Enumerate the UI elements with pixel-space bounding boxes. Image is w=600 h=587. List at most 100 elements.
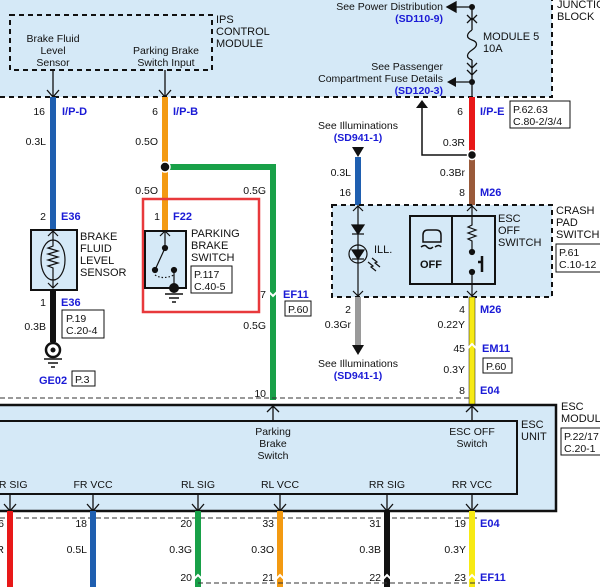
ips-brake-fluid-label: Sensor — [36, 57, 70, 69]
ill-label: ILL. — [374, 244, 392, 256]
ips-parking-input-label: Switch Input — [137, 57, 194, 69]
signal-label: FR VCC — [73, 479, 113, 491]
illum-ref-code[interactable]: (SD941-1) — [334, 370, 382, 382]
wire-gauge: 0.5L — [67, 544, 88, 556]
arrow-down-icon — [352, 147, 364, 157]
wire-0.5R — [7, 511, 13, 587]
illum-ref[interactable]: See Illuminations — [318, 358, 398, 370]
connector-mark — [273, 573, 287, 582]
pin-number: 6 — [152, 106, 158, 118]
esc-unit-title: UNIT — [521, 431, 547, 443]
connector-id[interactable]: EM11 — [482, 343, 510, 355]
ips-title: MODULE — [216, 38, 263, 50]
ref-page: P.61 — [559, 247, 579, 259]
connector-id[interactable]: M26 — [480, 304, 501, 316]
connector-id[interactable]: EF11 — [283, 289, 309, 301]
wire-gauge: 0.3Y — [443, 364, 465, 376]
connector-id[interactable]: F22 — [173, 211, 192, 223]
illum-ref[interactable]: See Illuminations — [318, 120, 398, 132]
crash-pad-title: CRASH — [556, 205, 595, 217]
wire-0.3Br — [469, 155, 475, 205]
connector-id[interactable]: M26 — [480, 187, 501, 199]
splice-dot — [159, 161, 171, 173]
wire-gauge: 0.22Y — [438, 319, 465, 331]
ref-box — [482, 357, 513, 374]
splice-dot — [469, 79, 475, 85]
switch-label: PARKING — [191, 228, 240, 240]
ref-page: P.60 — [486, 361, 506, 373]
wire-gauge: 0.5G — [243, 185, 266, 197]
pin-number: 23 — [454, 572, 466, 584]
fuse-ref[interactable]: Compartment Fuse Details — [318, 73, 443, 85]
connector-dash — [0, 397, 480, 519]
wire-gauge: 0.3O — [251, 544, 274, 556]
power-ref-code[interactable]: (SD110-9) — [395, 13, 443, 25]
ref-connector: C.40-5 — [194, 281, 226, 293]
esc-module-title: MODULE — [561, 413, 600, 425]
pin-number: 1 — [154, 211, 160, 223]
connector-id[interactable]: I/P-B — [173, 106, 198, 118]
ref-box — [61, 309, 105, 339]
wire-gauge: 0.3B — [24, 321, 46, 333]
power-ref[interactable]: See Power Distribution — [336, 1, 443, 13]
ref-box — [284, 300, 312, 317]
ref-page: P.60 — [288, 304, 308, 316]
fuse-ref[interactable]: See Passenger — [371, 61, 443, 73]
pin-number: 31 — [369, 518, 381, 530]
ref-connector: C.20-4 — [66, 325, 98, 337]
wire-0.3B — [384, 511, 390, 587]
pin-number: 2 — [40, 211, 46, 223]
wire-0.22Y — [468, 296, 476, 408]
esc-unit-title: ESC — [521, 419, 544, 431]
fuse-label: MODULE 5 — [483, 31, 539, 43]
ref-box — [71, 370, 96, 387]
switch-icon — [151, 230, 178, 287]
wire-0.3L-brake-fluid — [50, 97, 56, 230]
sensor-label: SENSOR — [80, 267, 127, 279]
resistor-icon — [45, 230, 61, 289]
connector-mark — [266, 289, 280, 298]
wire-gauge: 0.3L — [331, 167, 352, 179]
pin-number: 16 — [33, 106, 45, 118]
wire-gauge: 0.3L — [26, 136, 47, 148]
ref-box — [555, 243, 600, 273]
illum-ref-code[interactable]: (SD941-1) — [334, 132, 382, 144]
pin-number: 8 — [459, 385, 465, 397]
connector-id[interactable]: I/P-D — [62, 106, 87, 118]
sensor-label: BRAKE — [80, 231, 117, 243]
sensor-label: LEVEL — [80, 255, 114, 267]
wire-gauge: 0.5R — [0, 544, 4, 556]
ground-icon — [44, 341, 62, 368]
ref-page: P.117 — [194, 269, 219, 281]
junction-title: JUNCTION — [557, 0, 600, 11]
park-input-label: Switch — [258, 450, 289, 462]
wire-gauge: 0.5G — [243, 320, 266, 332]
pin-number: 6 — [0, 518, 4, 530]
connector-id[interactable]: E36 — [61, 297, 81, 309]
fuse-detail-arrow — [421, 107, 472, 156]
ref-box — [509, 100, 571, 129]
connector-id[interactable]: E04 — [480, 385, 500, 397]
crash-pad-switch-border — [331, 204, 553, 298]
pin-number: 20 — [180, 518, 192, 530]
connector-id[interactable]: I/P-E — [480, 106, 504, 118]
wire-gauge: 0.5O — [135, 136, 158, 148]
ref-page: P.62.63 — [513, 104, 548, 116]
arrow-down-icon — [352, 345, 364, 355]
connector-id[interactable]: E04 — [480, 518, 500, 530]
crash-pad-title: SWITCH — [556, 229, 599, 241]
ground-id[interactable]: GE02 — [39, 375, 67, 387]
fuse-ref-code[interactable]: (SD120-3) — [395, 85, 443, 97]
wire-0.3G — [195, 511, 201, 587]
connector-mark — [380, 573, 394, 582]
connector-id[interactable]: E36 — [61, 211, 81, 223]
ref-connector: C.10-12 — [559, 259, 597, 271]
pin-number: 1 — [40, 297, 46, 309]
esc-off-label: ESC — [498, 213, 521, 225]
connector-id[interactable]: EF11 — [480, 572, 506, 584]
switch-label: BRAKE — [191, 240, 228, 252]
pin-number: 7 — [260, 289, 266, 301]
pin-number: 2 — [345, 304, 351, 316]
